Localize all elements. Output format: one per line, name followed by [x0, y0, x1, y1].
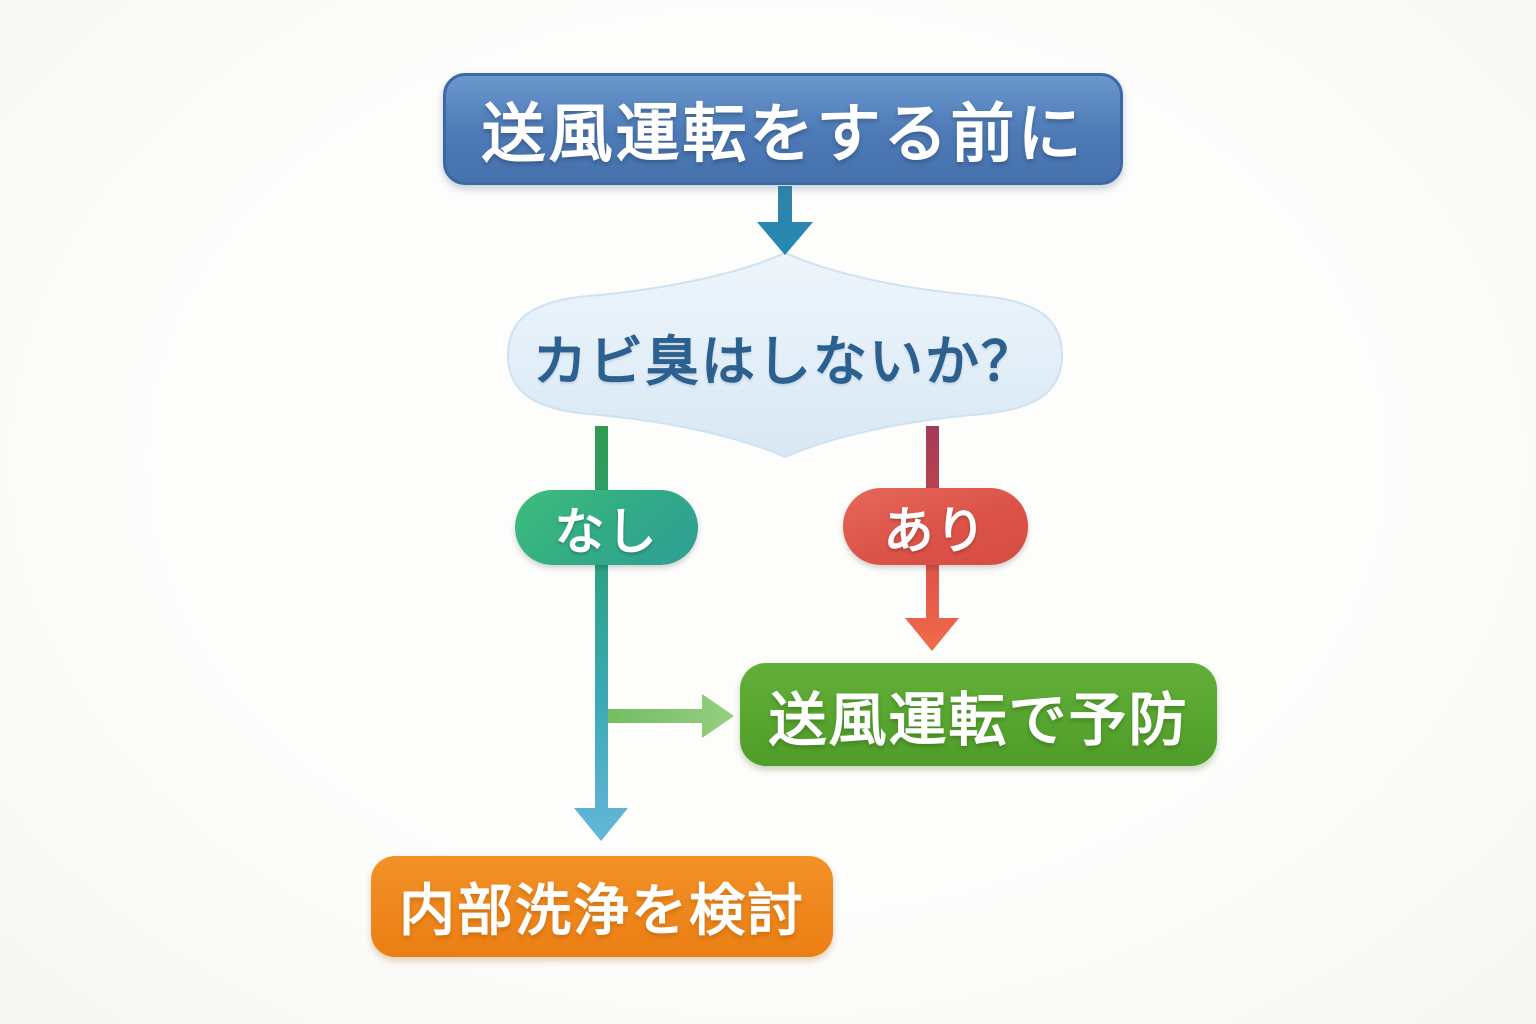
- arrow-no-branch-down-icon: [574, 426, 628, 841]
- outcome-node-fan-prevention: 送風運転で予防: [740, 663, 1217, 766]
- arrow-start-to-decision-icon: [757, 186, 813, 255]
- branch-label-no: なし: [515, 490, 698, 565]
- arrow-no-branch-right-icon: [608, 694, 734, 738]
- branch-label-yes: あり: [843, 488, 1028, 565]
- start-node: 送風運転をする前に: [443, 73, 1123, 185]
- decision-node-label: カビ臭はしないか？: [533, 329, 1037, 393]
- decision-shape: [506, 251, 1064, 459]
- outcome-node-internal-cleaning: 内部洗浄を検討: [371, 856, 833, 957]
